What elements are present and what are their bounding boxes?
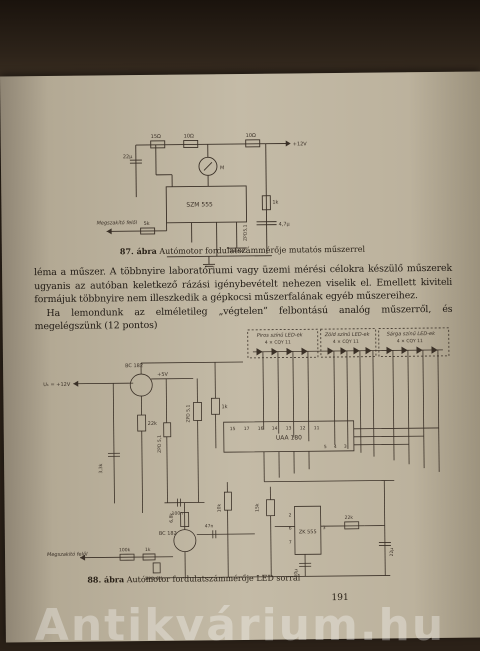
fig2-r100: 100k <box>119 547 131 553</box>
fig2-pin-12: 12 <box>300 425 306 431</box>
fig2-led-group-1-type: 4 × CQY 11 <box>265 339 291 345</box>
fig2-led-group-1: Piros színű LED-ek <box>257 331 304 338</box>
fig2-r22k2: 22k <box>345 515 354 521</box>
fig2-pin-3: 3 <box>344 444 347 450</box>
book-shadow-top <box>0 0 480 80</box>
fig2-pin-15: 15 <box>230 426 236 432</box>
fig2-pin-4: 4 <box>334 444 337 450</box>
fig2-zener-1: ZPD 5,1 <box>185 405 191 423</box>
figure-87-caption: 87. ábra Autómotor fordulatszámmérője mu… <box>120 243 400 256</box>
fig1-r-in: 5k <box>144 221 150 227</box>
fig2-led-group-2-type: 4 × CQY 11 <box>333 339 359 345</box>
figure-88-schematic: Piros színű LED-ek 4 × CQY 11 Zöld színű… <box>43 320 456 586</box>
fig2-r-5k: 3,3k <box>98 463 104 473</box>
fig1-r1: 15Ω <box>151 134 161 140</box>
fig2-pin-13: 13 <box>286 425 292 431</box>
fig1-zener: ZPD5,1 <box>243 224 249 241</box>
fig2-r15k: 15k <box>254 503 260 512</box>
figure-88-caption-text: Autómotor fordulatszámmérője LED sorral <box>127 573 301 584</box>
fig2-c47n: 47n <box>205 523 214 529</box>
fig2-led-group-3-type: 4 × CQY 11 <box>397 338 423 344</box>
fig2-transistor-2: BC 182 <box>159 531 177 537</box>
fig2-pin-5: 5 <box>324 444 327 450</box>
fig2-pin-16: 16 <box>258 426 264 432</box>
fig1-c-timing: 4,7µ <box>279 221 291 227</box>
fig1-supply: +12V <box>293 141 308 147</box>
fig2-led-group-3: Sárga színű LED-ek <box>387 330 436 338</box>
fig1-r2: 10Ω <box>184 133 194 139</box>
fig2-r-pin: 10k <box>216 503 222 512</box>
figure-88-caption-number: 88. ábra <box>87 574 124 584</box>
fig2-c22u: 22µ <box>389 548 395 557</box>
fig2-555-pin-2: 2 <box>289 512 292 518</box>
fig2-pin-14: 14 <box>272 426 278 432</box>
fig2-ic-uaa: UAA 180 <box>276 434 302 441</box>
fig1-r-timing: 1k <box>272 200 278 206</box>
fig2-r6k8: 6,8k <box>169 513 175 523</box>
fig2-r22k: 22k <box>148 421 157 427</box>
fig1-r3: 10Ω <box>246 133 256 139</box>
fig2-transistor-1: BC 182 <box>125 363 143 369</box>
fig2-pin-17: 17 <box>244 426 250 432</box>
fig1-c1: 22µ <box>123 154 133 160</box>
fig2-555-pin-7: 7 <box>289 539 292 545</box>
fig2-r1k: 1k <box>221 404 227 410</box>
fig1-meter-label: M <box>220 165 224 171</box>
fig2-ic-555: ZK 555 <box>299 529 317 535</box>
body-paragraph-1: léma a műszer. A többnyire laboratóriumi… <box>34 262 452 307</box>
fig1-input-label: Megszakító felől <box>97 219 138 226</box>
fig1-ic: SZM 555 <box>186 201 213 208</box>
fig2-zener-2: ZPD 5,1 <box>157 435 163 453</box>
fig2-pin-11: 11 <box>314 425 320 431</box>
book-page: 15Ω 10Ω +12V 22µ M 10Ω SZM 555 1k 4,7µ <box>0 71 480 642</box>
fig2-plus5: +5V <box>157 372 168 378</box>
fig2-r1k2: 1k <box>145 547 151 553</box>
watermark-logo: Antikvárium.hu <box>0 600 480 651</box>
fig2-led-group-2: Zöld színű LED-ek <box>324 331 371 338</box>
figure-87-caption-number: 87. ábra <box>120 246 157 256</box>
fig2-supply: U₁ = +12V <box>43 382 71 388</box>
